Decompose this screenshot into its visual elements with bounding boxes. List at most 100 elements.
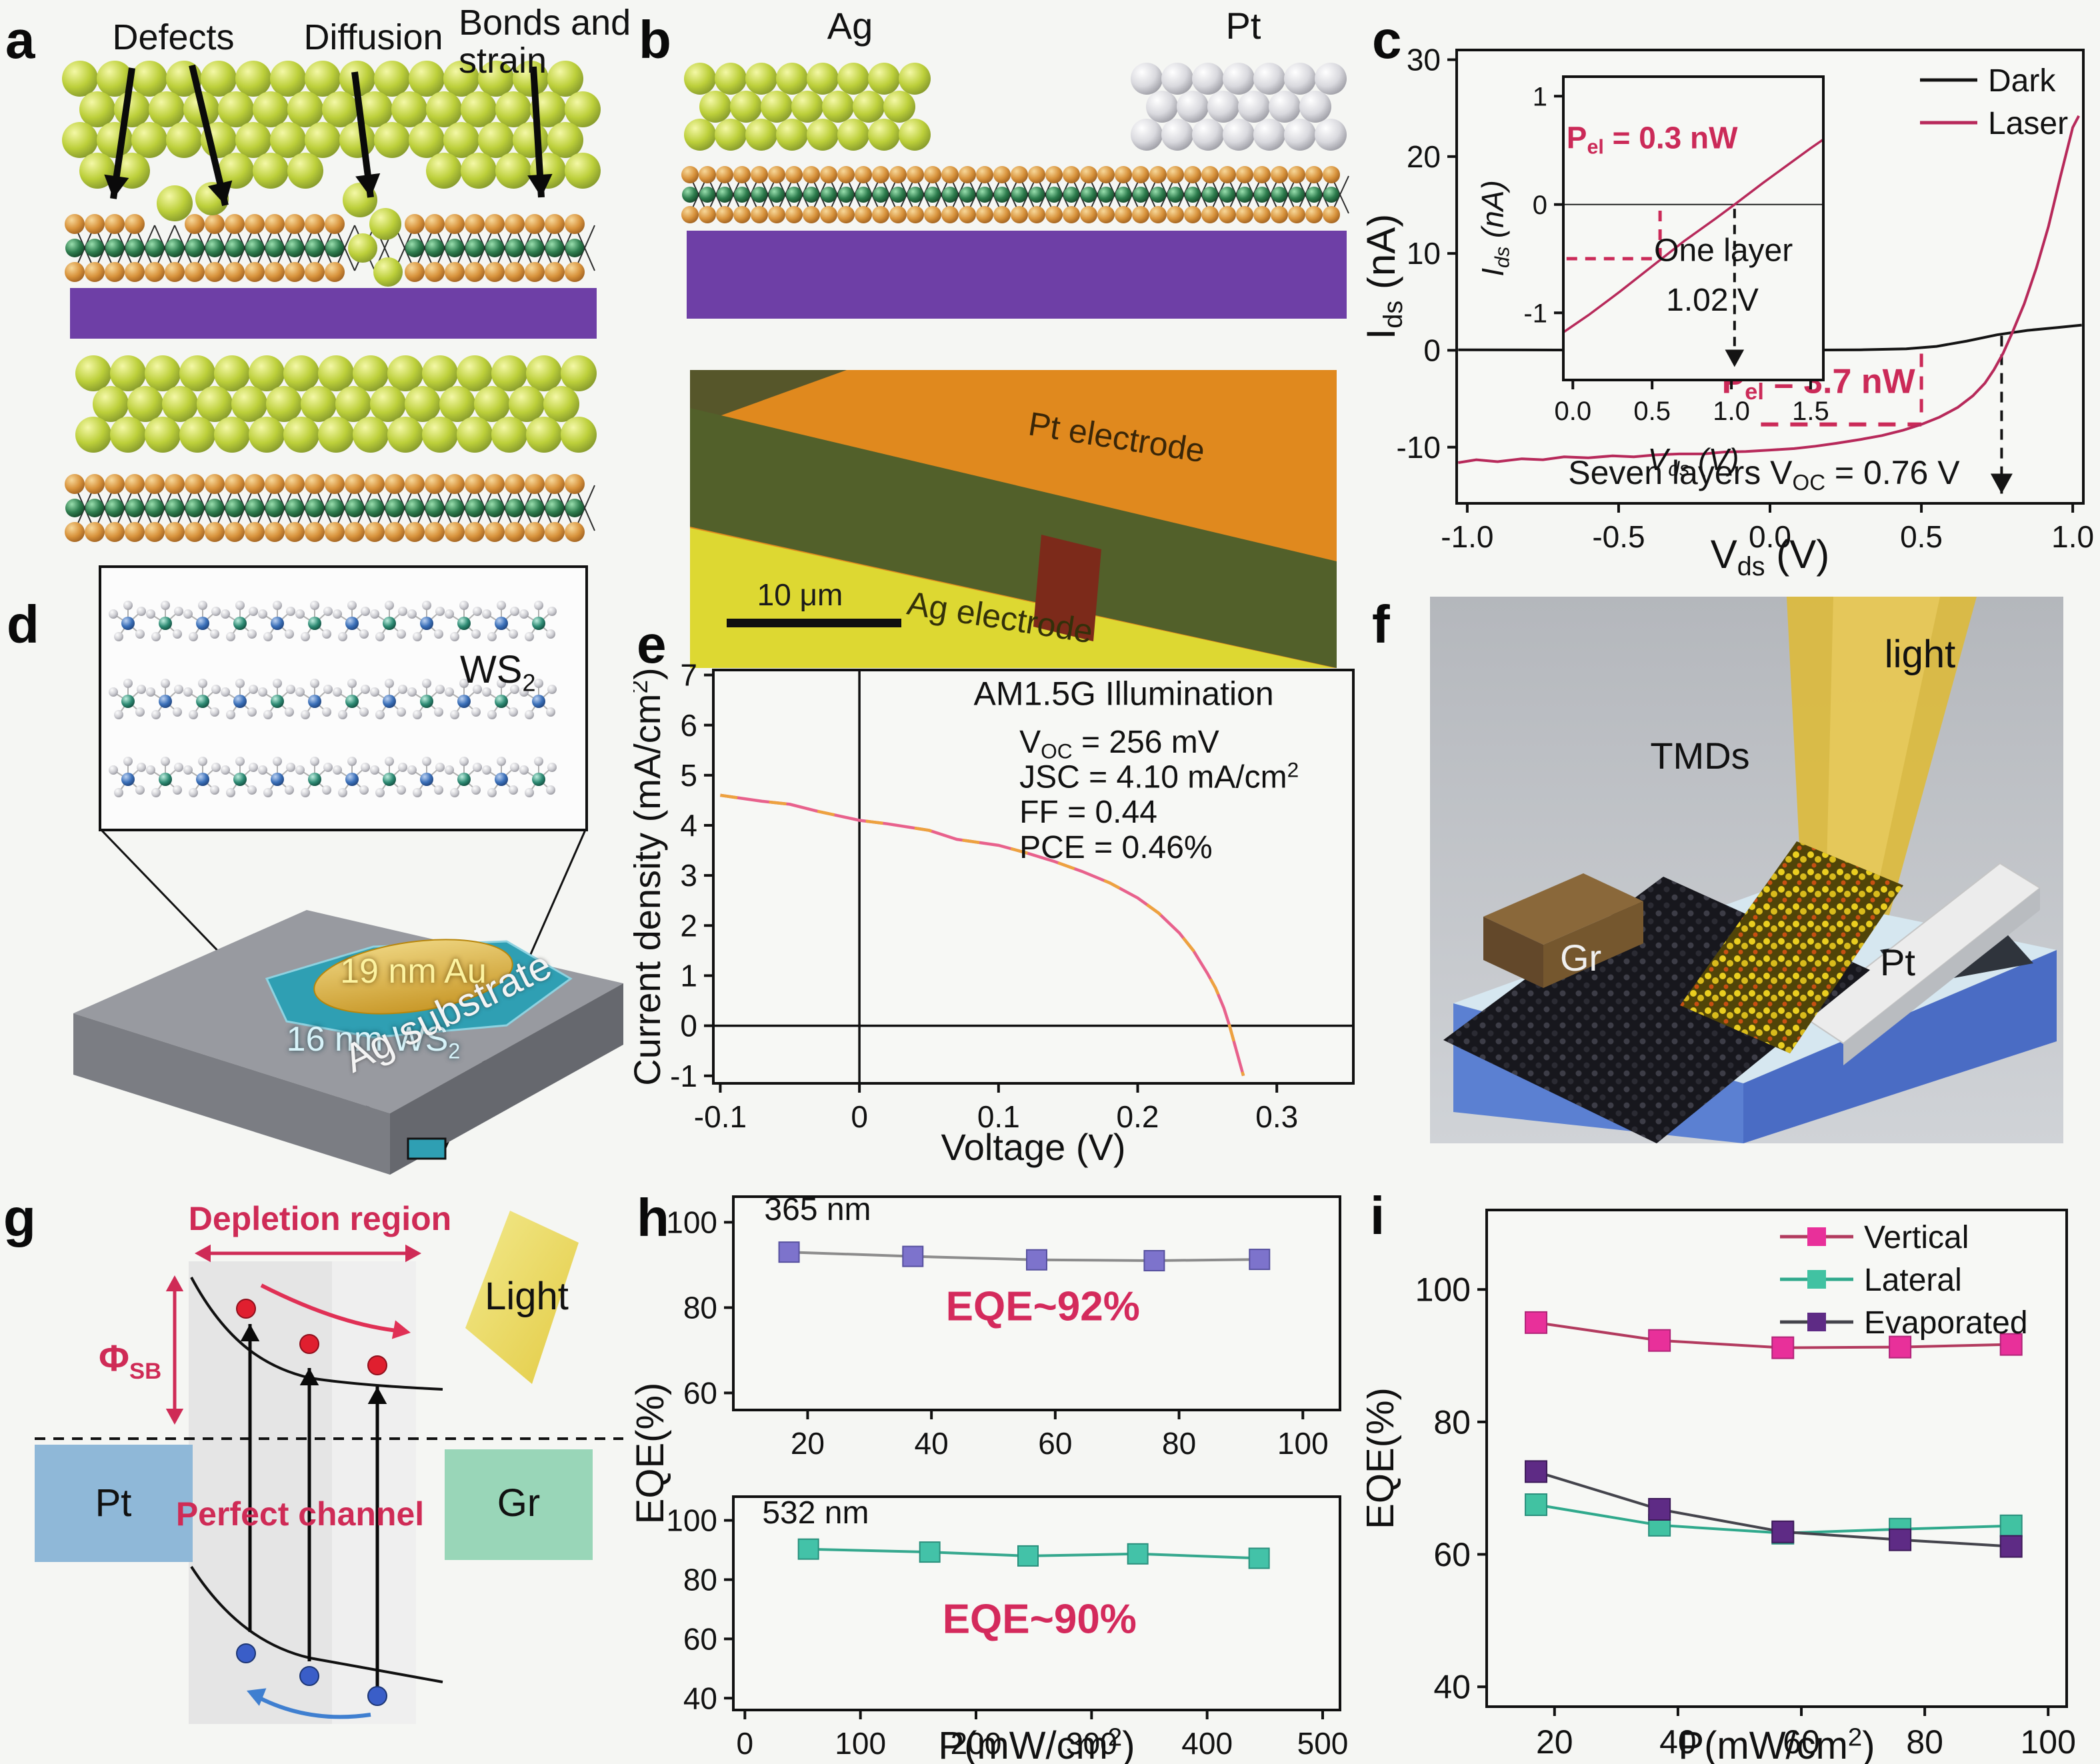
atom bbox=[159, 695, 172, 708]
atom bbox=[1254, 187, 1270, 203]
atom bbox=[525, 474, 545, 494]
atom bbox=[890, 187, 906, 203]
atom bbox=[730, 91, 762, 123]
atom bbox=[976, 166, 993, 183]
panel-f-art bbox=[1430, 597, 2063, 1143]
panel-g-art bbox=[35, 1211, 623, 1724]
atom bbox=[485, 262, 505, 282]
au-disk bbox=[313, 939, 513, 1015]
atom bbox=[287, 153, 323, 189]
x-tick-label: 1.0 bbox=[2051, 519, 2094, 554]
atom bbox=[465, 214, 485, 234]
y-axis-label: Ids (nA) bbox=[1367, 214, 1408, 340]
atom bbox=[285, 474, 305, 494]
atom bbox=[1284, 63, 1316, 95]
atom bbox=[197, 386, 233, 422]
annotation-text: EQE~90% bbox=[943, 1596, 1137, 1642]
atom bbox=[525, 499, 544, 517]
atom bbox=[785, 206, 803, 223]
atom bbox=[285, 522, 305, 542]
atom bbox=[751, 187, 767, 203]
atom bbox=[97, 61, 133, 97]
data-marker bbox=[1127, 1543, 1149, 1565]
atom bbox=[461, 91, 497, 127]
atom bbox=[941, 206, 959, 223]
atom bbox=[405, 499, 424, 517]
atom bbox=[214, 355, 250, 391]
y-axis-label: Ids (nA) bbox=[1475, 180, 1513, 277]
atom bbox=[820, 206, 837, 223]
atom bbox=[325, 522, 345, 542]
x-tick-label: 80 bbox=[1906, 1723, 1943, 1761]
arrowhead bbox=[367, 1387, 387, 1404]
atom bbox=[245, 522, 265, 542]
x-tick-label: -0.1 bbox=[694, 1099, 747, 1134]
atom bbox=[699, 187, 715, 203]
atom bbox=[547, 122, 583, 158]
atom bbox=[478, 61, 514, 97]
atom bbox=[1284, 119, 1316, 151]
atom bbox=[265, 474, 285, 494]
atom bbox=[110, 355, 146, 391]
atom bbox=[166, 122, 202, 158]
atom bbox=[1149, 206, 1167, 223]
y-tick-label: 7 bbox=[680, 658, 697, 693]
atom bbox=[65, 214, 85, 234]
atom bbox=[505, 474, 525, 494]
data-marker bbox=[902, 1245, 924, 1267]
atom bbox=[196, 773, 209, 786]
panel-label-b: b bbox=[639, 10, 671, 69]
plot-box bbox=[732, 1195, 1341, 1411]
atom bbox=[461, 153, 497, 189]
atom bbox=[308, 617, 321, 630]
panel-label-g: g bbox=[3, 1188, 36, 1247]
atom bbox=[1238, 91, 1270, 123]
atom bbox=[325, 214, 345, 234]
atom bbox=[405, 474, 425, 494]
y-axis-label: Current density (mA/cm2) bbox=[633, 667, 668, 1085]
atom bbox=[681, 206, 699, 223]
atom bbox=[733, 206, 751, 223]
plot-box bbox=[732, 1495, 1341, 1711]
atom bbox=[283, 417, 319, 453]
atom bbox=[1150, 187, 1166, 203]
atom bbox=[1315, 63, 1347, 95]
arrowhead bbox=[104, 174, 129, 199]
x-tick-label: 0.2 bbox=[1117, 1099, 1159, 1134]
atom bbox=[159, 617, 172, 630]
atom bbox=[145, 474, 165, 494]
atom bbox=[465, 522, 485, 542]
atom bbox=[868, 63, 900, 95]
atom bbox=[420, 617, 433, 630]
atom bbox=[485, 474, 505, 494]
atom bbox=[868, 119, 900, 151]
panel-d-art bbox=[73, 565, 623, 1175]
defect-atom bbox=[369, 208, 401, 240]
atom bbox=[85, 474, 105, 494]
atom bbox=[1184, 166, 1201, 183]
atom bbox=[205, 499, 224, 517]
atom bbox=[265, 262, 285, 282]
atom bbox=[745, 63, 777, 95]
arrowhead bbox=[405, 1244, 421, 1263]
atom bbox=[425, 474, 445, 494]
atom bbox=[65, 262, 85, 282]
atom bbox=[271, 695, 284, 708]
atom bbox=[271, 617, 284, 630]
atom bbox=[339, 122, 375, 158]
zoom-target bbox=[407, 1137, 447, 1160]
atom bbox=[426, 153, 462, 189]
arrowhead bbox=[355, 173, 381, 197]
legend-marker bbox=[1807, 1270, 1826, 1289]
atom bbox=[205, 214, 225, 234]
atom bbox=[285, 262, 305, 282]
atom bbox=[699, 166, 716, 183]
atom bbox=[907, 187, 923, 203]
annotation-text: EQE~92% bbox=[946, 1284, 1140, 1330]
label-light-f: light bbox=[1884, 633, 1956, 676]
x-tick-label: 0.3 bbox=[1255, 1099, 1298, 1134]
arrowhead bbox=[240, 1324, 260, 1341]
atom bbox=[443, 61, 479, 97]
atom bbox=[768, 206, 785, 223]
